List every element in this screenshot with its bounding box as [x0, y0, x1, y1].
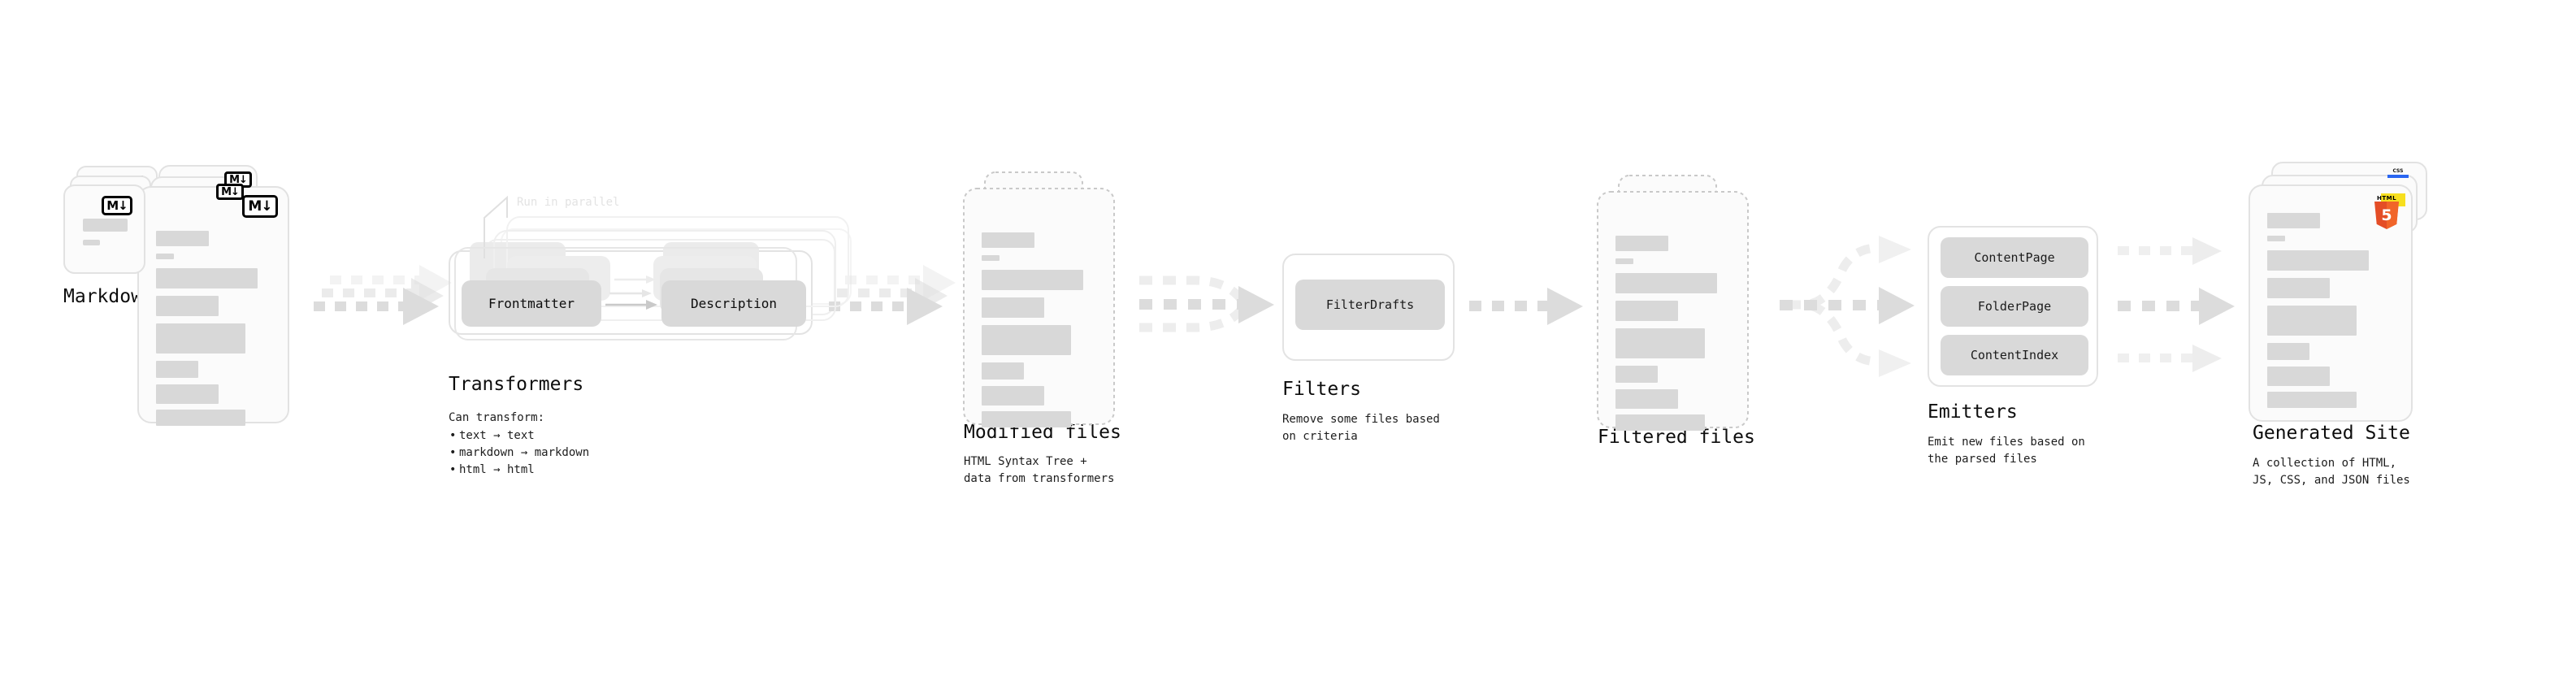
filters-panel: FilterDrafts	[1282, 254, 1455, 361]
filtered-files-card-stack	[1597, 175, 1749, 428]
emitters-description: Emit new files based on the parsed files	[1928, 436, 2085, 466]
html5-badge-icon: HTML 5	[2373, 195, 2400, 229]
html5-badge-word: HTML	[2376, 195, 2397, 202]
emitter-chip-contentpage[interactable]: ContentPage	[1941, 237, 2088, 278]
filtered-card-lines	[1615, 236, 1717, 431]
modified-files-card-stack	[963, 171, 1115, 425]
markdown-badge-icon: M↓	[102, 196, 132, 215]
transformers-bullet-item: markdown → markdown	[449, 445, 589, 462]
emitters-panel: ContentPage FolderPage ContentIndex	[1928, 226, 2098, 387]
filters-title: Filters	[1282, 379, 1361, 400]
arrow-modified-to-filters	[1139, 275, 1274, 332]
emitter-chip-contentindex[interactable]: ContentIndex	[1941, 335, 2088, 375]
transformers-description: Can transform: text → text markdown → ma…	[449, 410, 589, 479]
generated-site-title: Generated Site	[2253, 423, 2410, 444]
arrow-emitters-to-site	[2118, 237, 2235, 372]
markdown-card-lines	[156, 231, 258, 426]
markdown-badge-icon-back-1: M↓	[216, 184, 244, 200]
html5-badge-number: 5	[2381, 206, 2392, 224]
markdown-badge-icon: M↓	[242, 195, 278, 218]
run-in-parallel-label: Run in parallel	[517, 196, 620, 209]
filter-chip-filterdrafts[interactable]: FilterDrafts	[1295, 280, 1445, 330]
transformers-bullets-head: Can transform:	[449, 411, 545, 424]
arrow-filters-to-filtered	[1469, 288, 1583, 325]
css-badge-label: CSS	[2392, 168, 2404, 174]
css-badge-bar	[2387, 175, 2409, 178]
arrow-markdown-to-transformers	[314, 265, 452, 325]
css-badge-icon: CSS	[2387, 169, 2409, 179]
transformers-bullet-item: html → html	[449, 462, 589, 479]
emitters-title: Emitters	[1928, 401, 2018, 423]
modified-files-title: Modified files	[964, 422, 1121, 443]
html5-shield-shape: 5	[2374, 202, 2399, 229]
transformers-bullet-item: text → text	[449, 427, 589, 445]
transformers-bullet-list: text → text markdown → markdown html → h…	[449, 427, 589, 479]
markdown-card-placeholder-lines	[83, 219, 129, 254]
markdown-files-title: Markdown Files	[63, 286, 221, 307]
filtered-files-title: Filtered files	[1598, 427, 1755, 448]
emitter-chip-folderpage[interactable]: FolderPage	[1941, 286, 2088, 327]
transformers-title: Transformers	[449, 374, 584, 395]
generated-site-description: A collection of HTML, JS, CSS, and JSON …	[2253, 457, 2410, 487]
arrow-filtered-to-emitters	[1780, 236, 1915, 377]
transformer-chip-description[interactable]: Description	[691, 296, 777, 311]
modified-card-lines	[982, 232, 1083, 427]
generated-site-card-lines	[2267, 213, 2369, 408]
markdown-card-body-holder: M↓	[63, 184, 145, 274]
transformer-chip-frontmatter[interactable]: Frontmatter	[488, 296, 575, 311]
filters-description: Remove some files based on criteria	[1282, 413, 1440, 443]
modified-files-description: HTML Syntax Tree + data from transformer…	[964, 455, 1115, 485]
